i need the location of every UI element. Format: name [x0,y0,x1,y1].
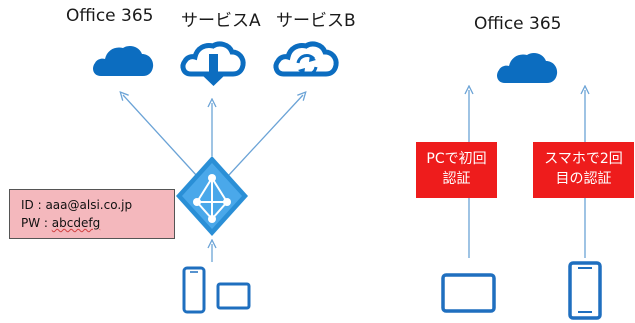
phone-auth-note-line2: 目の認証 [555,171,612,187]
tablet-icon-right [441,273,496,313]
pc-auth-note-line1: PCで初回 [426,151,487,167]
cloud-icon [93,46,154,76]
cloud-sync-icon [276,44,336,75]
service-label-office365: Office 365 [66,6,154,26]
arrows-to-services [123,95,303,262]
id-label: ID [21,198,34,212]
id-value: aaa@alsi.co.jp [45,198,133,212]
pc-auth-note-line2: 認証 [442,171,471,187]
id-line: ID : aaa@alsi.co.jp [21,198,133,212]
phone-auth-note: スマホで2回 目の認証 [533,142,634,198]
pc-auth-note: PCで初回 認証 [416,142,497,198]
pw-line: PW : abcdefg [21,216,101,230]
cloud-download-icon [183,44,243,86]
credentials-box: ID : aaa@alsi.co.jp PW : abcdefg [9,189,175,239]
pw-value: abcdefg [51,216,101,230]
azure-ad-icon [176,156,248,236]
service-label-office365-right: Office 365 [474,14,562,34]
smartphone-icon [182,266,206,314]
service-label-a: サービスA [181,11,261,31]
phone-auth-note-line1: スマホで2回 [544,151,623,167]
tablet-icon [216,282,251,310]
pw-label: PW [21,216,41,230]
service-label-b: サービスB [276,11,356,31]
cloud-icon-right [497,53,558,83]
smartphone-icon-right [568,261,602,320]
